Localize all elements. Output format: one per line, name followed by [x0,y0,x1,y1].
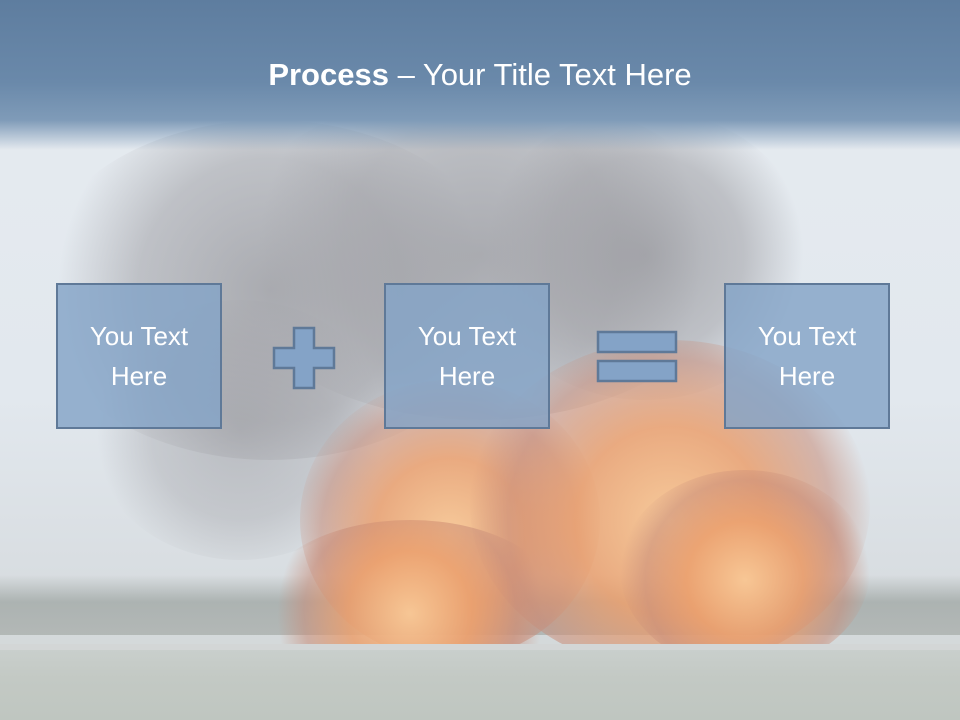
process-box-1-label: You Text Here [89,321,189,391]
title-rest: – Your Title Text Here [388,57,692,92]
equals-icon [596,330,678,383]
process-box-3-label: You Text Here [757,321,857,391]
process-box-1[interactable]: You Text Here [56,283,222,429]
process-box-2[interactable]: You Text Here [384,283,550,429]
process-box-3[interactable]: You Text Here [724,283,890,429]
title-banner [0,0,960,150]
page-title: Process – Your Title Text Here [0,52,960,98]
process-box-2-label: You Text Here [417,321,517,391]
plus-icon [272,326,336,390]
title-bold: Process [268,57,389,92]
